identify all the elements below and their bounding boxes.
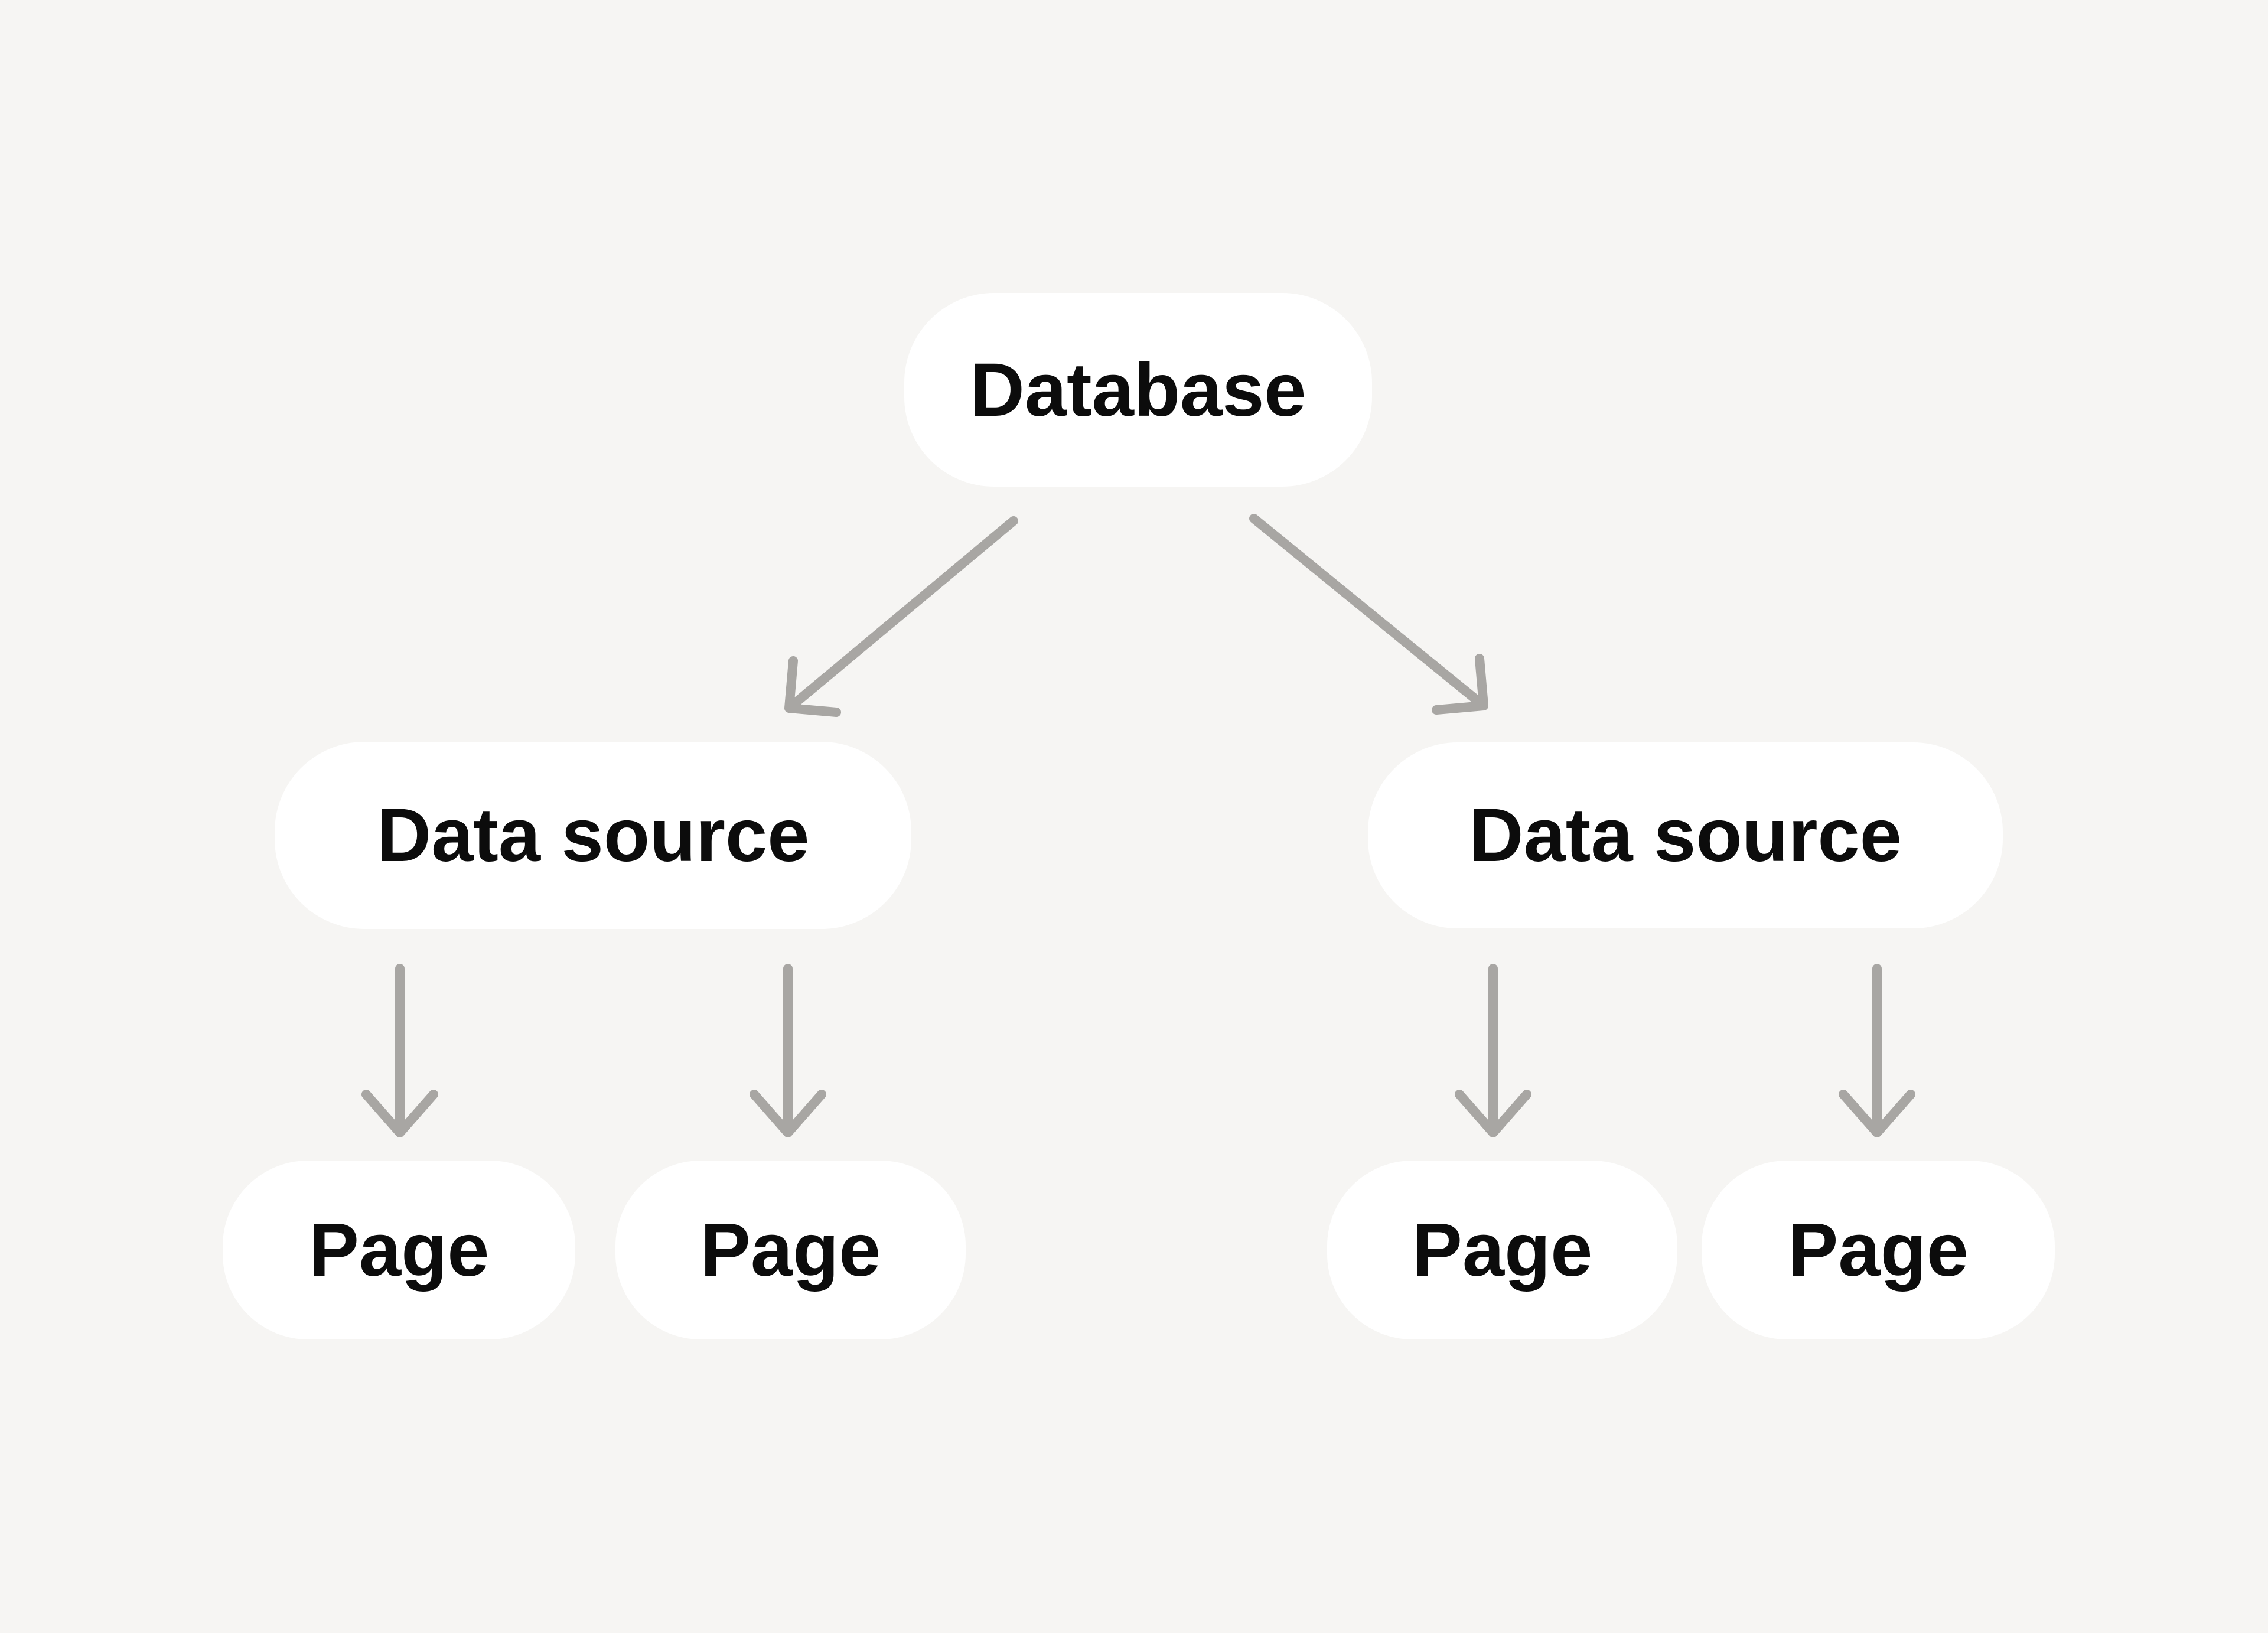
node-data-source-left-label: Data source	[376, 793, 810, 878]
arrow-data-source-right-to-page-4	[1839, 964, 1915, 1137]
node-page-4: Page	[1702, 1161, 2055, 1339]
node-data-source-right-label: Data source	[1469, 793, 1902, 878]
arrow-database-to-data-source-left	[784, 516, 1018, 717]
node-page-4-label: Page	[1788, 1208, 1969, 1292]
arrow-data-source-left-to-page-2	[750, 964, 826, 1137]
node-database: Database	[904, 293, 1372, 487]
arrow-data-source-right-to-page-3	[1455, 964, 1531, 1137]
arrow-data-source-left-to-page-1	[361, 964, 438, 1137]
node-page-3-label: Page	[1412, 1208, 1593, 1292]
node-page-1-label: Page	[308, 1208, 490, 1292]
node-page-2: Page	[615, 1161, 966, 1339]
node-page-1: Page	[223, 1161, 575, 1339]
node-database-label: Database	[970, 347, 1306, 432]
node-page-3: Page	[1327, 1161, 1677, 1339]
node-page-2-label: Page	[700, 1208, 881, 1292]
arrow-database-to-data-source-right	[1249, 514, 1488, 715]
node-data-source-right: Data source	[1368, 742, 2003, 928]
node-data-source-left: Data source	[275, 742, 911, 929]
arrows-group	[361, 514, 1915, 1137]
